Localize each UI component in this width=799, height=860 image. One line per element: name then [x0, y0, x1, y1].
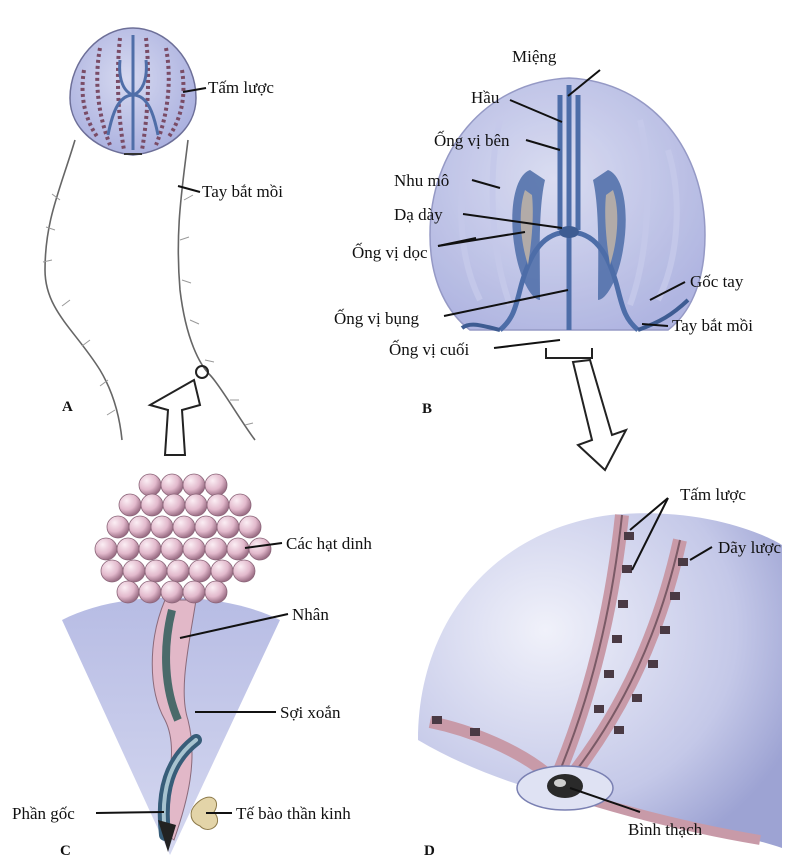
granule	[163, 494, 185, 516]
zoom-arrow-b	[573, 360, 626, 470]
label-b-meridional-canal: Ống vị dọc	[352, 243, 428, 262]
granule	[117, 581, 139, 603]
label-b-pharynx: Hầu	[471, 88, 500, 107]
granule	[139, 474, 161, 496]
granule	[183, 538, 205, 560]
granule	[139, 538, 161, 560]
granule	[139, 581, 161, 603]
granule	[227, 538, 249, 560]
granule	[239, 516, 261, 538]
label-d-comb-rows: Dãy lược	[718, 538, 781, 557]
granule-cluster-c	[95, 474, 271, 603]
label-a-comb-plates: Tấm lược	[208, 78, 274, 97]
granule	[161, 581, 183, 603]
panel-letter-c: C	[60, 843, 71, 859]
panel-letter-a: A	[62, 399, 73, 415]
granule	[167, 560, 189, 582]
panel-letter-d: D	[424, 843, 435, 859]
granule	[117, 538, 139, 560]
label-b-mesoglea: Nhu mô	[394, 171, 449, 190]
label-b-terminal-canal: Ống vị cuối	[389, 340, 470, 359]
panel-b: Miệng Hầu Ống vị bên Nhu mô Dạ dày Ống v…	[334, 47, 753, 470]
label-b-tentacle-base: Gốc tay	[690, 272, 744, 291]
panel-c: Các hạt dinh Nhân Sợi xoắn Phần gốc Tế b…	[12, 474, 372, 859]
granule	[141, 494, 163, 516]
zoom-marker-a	[196, 366, 208, 378]
granule	[151, 516, 173, 538]
granule	[205, 538, 227, 560]
label-c-nucleus: Nhân	[292, 605, 329, 624]
granule	[205, 581, 227, 603]
label-a-tentacle: Tay bắt mồi	[202, 182, 283, 201]
granule	[233, 560, 255, 582]
label-d-comb-plates: Tấm lược	[680, 485, 746, 504]
granule	[211, 560, 233, 582]
label-b-lateral-canal: Ống vị bên	[434, 131, 510, 150]
granule	[107, 516, 129, 538]
granule	[123, 560, 145, 582]
label-b-mouth: Miệng	[512, 47, 557, 66]
granule	[185, 494, 207, 516]
granule	[129, 516, 151, 538]
label-d-statocyst: Bình thạch	[628, 820, 703, 839]
zoom-bracket-b	[546, 348, 592, 358]
granule	[207, 494, 229, 516]
granule	[195, 516, 217, 538]
granule	[173, 516, 195, 538]
granule	[183, 474, 205, 496]
granule	[119, 494, 141, 516]
label-b-ventral-canal: Ống vị bụng	[334, 309, 420, 328]
granule	[249, 538, 271, 560]
zoom-arrow-a	[150, 380, 200, 455]
panel-d: Tấm lược Dãy lược Bình thạch D	[418, 485, 782, 859]
granule	[229, 494, 251, 516]
granule	[145, 560, 167, 582]
granule	[205, 474, 227, 496]
panel-a: Tấm lược Tay bắt mồi A	[43, 28, 283, 455]
label-b-tentacle: Tay bắt mồi	[672, 316, 753, 335]
granule	[161, 538, 183, 560]
granule	[217, 516, 239, 538]
granule	[183, 581, 205, 603]
label-b-stomach: Dạ dày	[394, 205, 443, 224]
label-c-granules: Các hạt dinh	[286, 534, 372, 553]
ctenophore-body-a	[70, 28, 196, 155]
statocyst-d	[517, 766, 613, 810]
granule	[161, 474, 183, 496]
granule	[189, 560, 211, 582]
panel-letter-b: B	[422, 401, 432, 417]
label-c-base: Phần gốc	[12, 804, 75, 823]
granule	[95, 538, 117, 560]
label-c-nerve-cell: Tế bào thần kinh	[236, 804, 351, 823]
label-c-coiled-thread: Sợi xoắn	[280, 703, 341, 722]
granule	[101, 560, 123, 582]
